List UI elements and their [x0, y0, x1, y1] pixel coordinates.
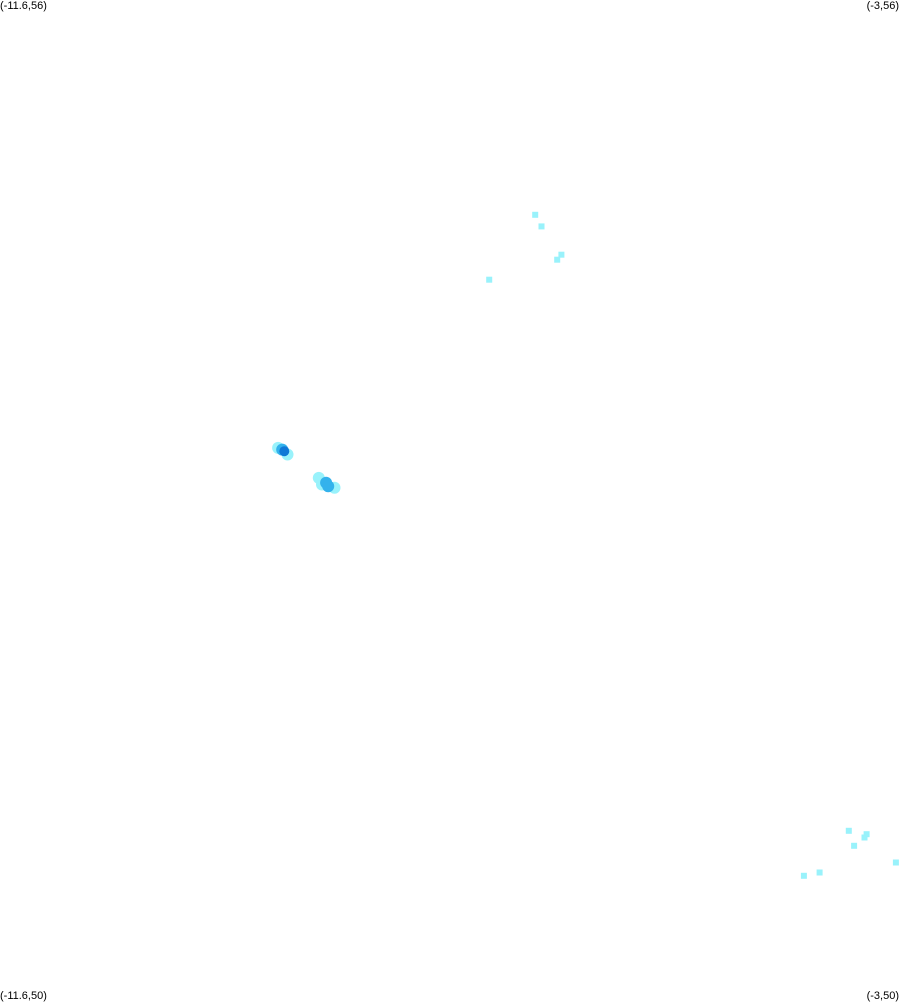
map-point-light [861, 834, 868, 841]
map-point-medium [322, 480, 335, 493]
map-point-light [800, 872, 807, 879]
map-point-light [532, 211, 539, 218]
points-layer [272, 211, 899, 879]
map-point-light [816, 869, 823, 876]
corner-label-bottom-right: (-3,50) [866, 990, 899, 1002]
map-point-light [845, 827, 852, 834]
map-point-light [892, 859, 899, 866]
map-point-light [558, 251, 565, 258]
map-point-light [863, 831, 870, 838]
corner-label-top-right: (-3,56) [866, 0, 899, 12]
map-point-dark [279, 446, 290, 457]
map-point-light [538, 223, 545, 230]
corner-label-bottom-left: (-11.6,50) [0, 990, 47, 1002]
map-point-light [486, 276, 493, 283]
map-point-light [554, 256, 561, 263]
corner-label-top-left: (-11.6,56) [0, 0, 47, 12]
map-point-light [851, 842, 858, 849]
